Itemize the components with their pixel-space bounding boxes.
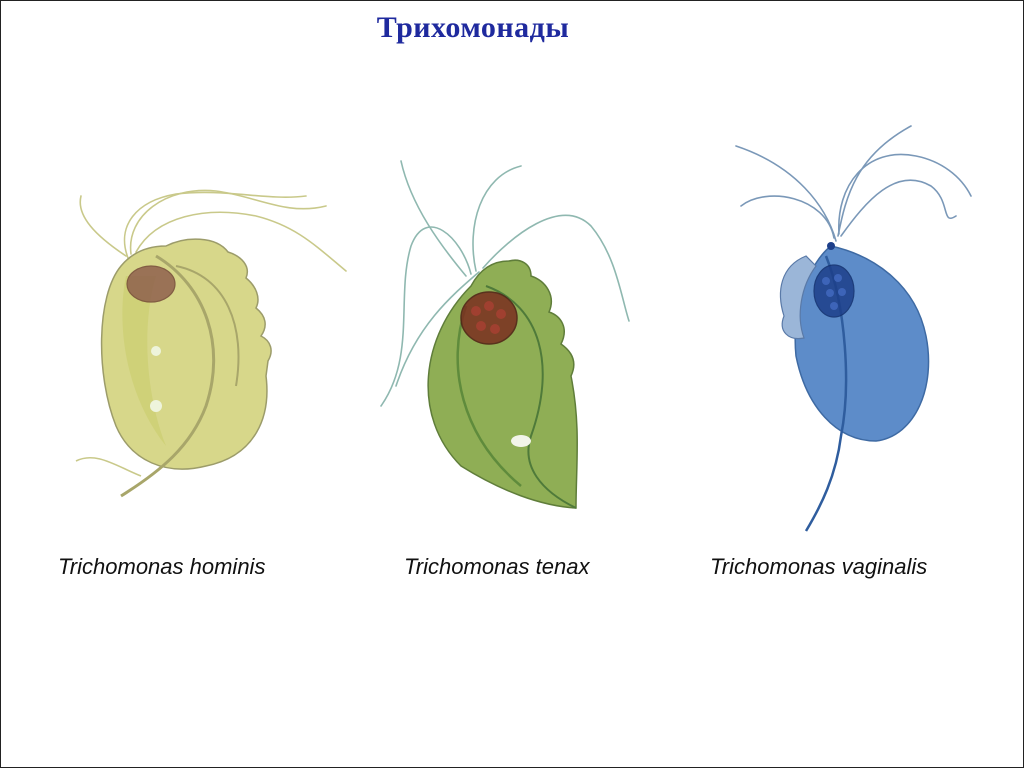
trichomonas-hominis-illustration [56,176,356,516]
caption-trichomonas-vaginalis: Trichomonas vaginalis [710,554,928,579]
vaginalis-body [794,245,930,442]
slide-title: Трихомонады [376,11,570,44]
trichomonas-vaginalis-illustration [726,86,976,546]
trichomonas-tenax-illustration [371,146,641,526]
caption-trichomonas-hominis: Trichomonas hominis [58,554,266,579]
caption-trichomonas-tenax: Trichomonas tenax [404,554,590,579]
